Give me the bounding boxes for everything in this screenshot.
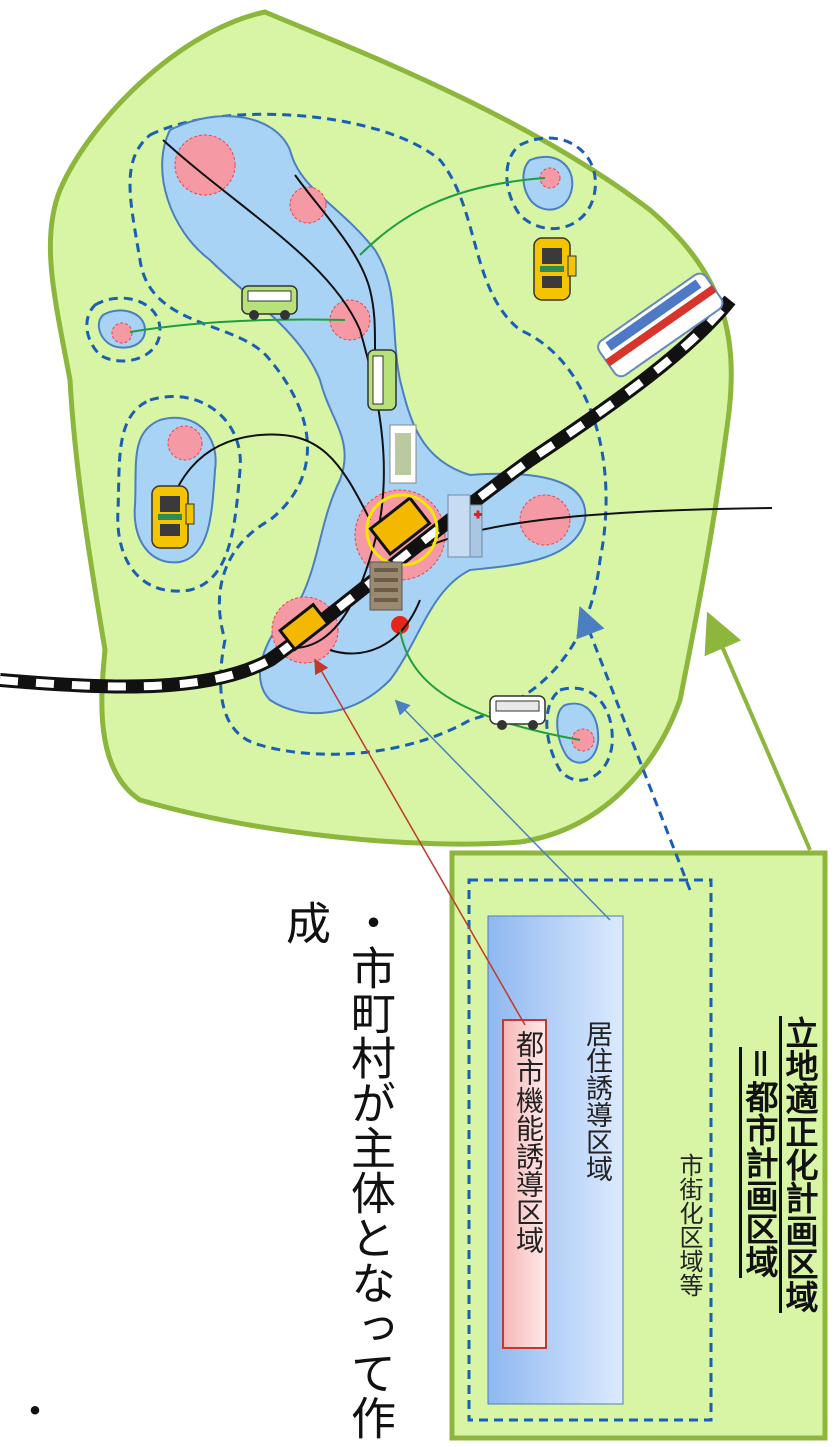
caption: ・市町村が主体となって作成 <box>278 900 396 1440</box>
residential-inducement-area <box>161 115 587 715</box>
station-photo-icon <box>389 424 417 484</box>
building-icon <box>369 561 403 611</box>
legend-residential-area-label: 居住誘導区域 <box>581 1020 612 1182</box>
arrow-urban-function-area <box>314 658 526 1026</box>
arrow-planning-area <box>704 611 812 851</box>
satellite-area-left-small <box>85 296 162 363</box>
station-icon <box>277 602 331 652</box>
bus-route <box>129 318 346 333</box>
legend-title-line2: ＝都市計画区域 <box>740 1047 779 1278</box>
urban-core <box>174 134 236 196</box>
station-icon <box>368 495 432 557</box>
hospital-icon <box>447 494 483 558</box>
taxi-icon <box>151 485 195 549</box>
legend-urban-function-area-label: 都市機能誘導区域 <box>512 1030 545 1254</box>
satellite-area-bottom-right <box>545 686 614 782</box>
urbanization-area-boundary <box>128 112 608 756</box>
arrow-residential-area <box>394 699 611 921</box>
bus-route <box>359 177 546 256</box>
road-line <box>329 599 421 655</box>
bus-icon <box>367 349 397 411</box>
urban-dot <box>391 616 409 634</box>
taxi-icon <box>533 237 577 301</box>
road-line <box>419 507 773 551</box>
legend-urbanization-area-box <box>467 878 713 1422</box>
arrow-urbanization-area <box>576 606 692 891</box>
train-icon <box>597 272 724 378</box>
legend-title-line1: 立地適正化計画区域 <box>780 1016 819 1313</box>
urban-core <box>289 186 327 224</box>
bus-icon <box>241 285 298 320</box>
bus-route <box>399 629 581 741</box>
bus-icon <box>489 695 546 730</box>
legend-urban-function-area-box <box>502 1019 547 1349</box>
legend-urbanization-area-label: 市街化区域等 <box>675 1153 703 1297</box>
edge-fragment: ・ <box>8 1390 54 1430</box>
